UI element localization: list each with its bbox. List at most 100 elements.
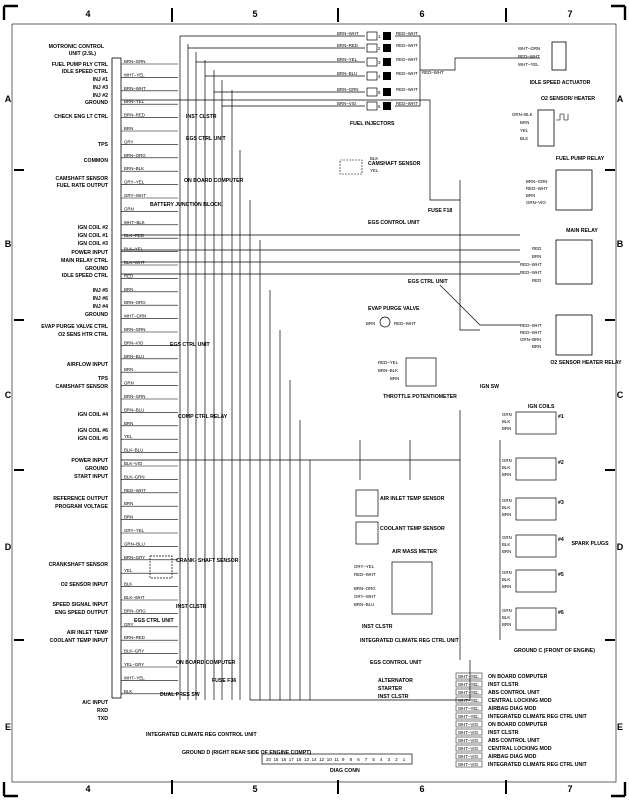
o2-relay-label: O2 SENSOR HEATER RELAY	[550, 360, 622, 366]
wiring-bus	[121, 35, 540, 701]
ecu-label: TPS	[98, 142, 109, 148]
bus-branch-label: INTEGRATED CLIMATE REG CTRL UNIT	[488, 762, 588, 768]
amm-wire-1: GRY–YEL	[354, 564, 375, 569]
cam-wire-1: BLK	[370, 156, 378, 161]
diag-connector-body	[261, 753, 413, 765]
grid-row-b: B	[5, 239, 12, 249]
bus-branch-label: INST CLSTR	[488, 682, 519, 688]
injector-connector	[383, 58, 391, 66]
o2r-wire-2: RED–WHT	[520, 330, 542, 335]
diag-conn-label: DIAG CONN	[330, 768, 360, 774]
bus-branch-wire: WHT–YEL	[458, 714, 479, 719]
ecu-wire-label: WHT–BLK	[124, 220, 145, 225]
main-wire-5: RED	[532, 278, 541, 283]
o2-sensor-heater-relay: RED–WHT RED–WHT GRN–BRN BRN O2 SENSOR HE…	[520, 314, 622, 366]
fpr-wire-4: GRN–VIO	[526, 200, 546, 205]
ecu-wire-label: BLK	[124, 689, 132, 694]
coolant-label: COOLANT TEMP SENSOR	[380, 526, 445, 532]
diag-pin: 15	[274, 757, 279, 762]
ecu-label: FUEL PUMP RLY CTRL	[52, 62, 109, 68]
ecu-wire-label: GRY–YEL	[124, 180, 145, 185]
ign-coil-wire: GRN	[502, 412, 512, 417]
main-relay-label: MAIN RELAY	[566, 228, 598, 234]
ecu-wire-label: BRN	[124, 515, 133, 520]
fpr-wire-2: RED–WHT	[526, 186, 548, 191]
grid-col-4: 4	[85, 9, 90, 19]
o2r-wire-3: GRN–BRN	[520, 337, 541, 342]
ecu-label: INJ #1	[93, 77, 108, 83]
ecu-label: CHECK ENG LT CTRL	[54, 114, 109, 120]
ecu-wire-label: RED	[124, 273, 133, 278]
o2-wire-4: BLK	[520, 136, 528, 141]
bus-branch-wire: WHT–YEL	[458, 682, 479, 687]
bus-branch-box	[455, 720, 483, 728]
main-relay: MAIN RELAY RED BRN RED–WHT RED–WHT RED	[520, 228, 598, 285]
injector-wire-right: RED–WHT	[396, 43, 418, 48]
ecu-label: GROUND	[85, 312, 108, 318]
bus-branch-box	[455, 704, 483, 712]
ign-coil	[515, 607, 557, 631]
grid-col-5-bottom: 5	[252, 784, 257, 794]
ecu-label: COOLANT TEMP INPUT	[50, 638, 109, 644]
grid-row-e: E	[5, 722, 11, 732]
injector-wire-left: BRN–VIO	[337, 101, 357, 106]
battery-junction-label: BATTERY JUNCTION BLOCK	[150, 202, 222, 208]
injector-number: 3	[378, 60, 381, 65]
evap-wire-2: RED–WHT	[394, 321, 416, 326]
ign-coil-wire: BLK	[502, 577, 510, 582]
idle-speed-label: IDLE SPEED ACTUATOR	[530, 80, 591, 86]
main-wire-4: RED–WHT	[520, 270, 542, 275]
ign-coil-wire: BRN	[502, 622, 511, 627]
idle-wire-2: RED–WHT	[518, 54, 540, 59]
injector-wire-right: RED–WHT	[396, 57, 418, 62]
grid-col-7-bottom: 7	[567, 784, 572, 794]
bus-branch-label: ABS CONTROL UNIT	[488, 690, 540, 696]
grid-col-5: 5	[252, 9, 257, 19]
amm-wire-5: BRN–BLU	[354, 602, 374, 607]
camshaft-sensor-label: CAMSHAFT SENSOR	[368, 161, 421, 167]
ecu-label: INJ #2	[93, 93, 108, 99]
ecu-wire-label: WHT–YEL	[124, 675, 145, 680]
grid-row-d-right: D	[617, 542, 624, 552]
bus-branch-box	[455, 680, 483, 688]
crankshaft-label: CRANK- SHAFT SENSOR	[176, 558, 239, 564]
main-wire-3: RED–WHT	[520, 262, 542, 267]
fuse-f18-label: FUSE F18	[428, 208, 452, 214]
egs-control-unit-label: EGS CONTROL UNIT	[368, 220, 420, 226]
evap-wire-1: BRN	[366, 321, 375, 326]
ecu-label: TPS	[98, 376, 109, 382]
ecu-wire-label: BRN	[124, 367, 133, 372]
injector-number: 4	[378, 74, 381, 79]
on-board-computer-1: ON BOARD COMPUTER	[184, 178, 244, 184]
ecu-wire-label: BRN–RED	[124, 635, 145, 640]
egs-ctrl-unit-2: EGS CTRL UNIT	[408, 279, 449, 285]
bus-branch-label: ON BOARD COMPUTER	[488, 722, 548, 728]
grid-row-b-right: B	[617, 239, 624, 249]
injector-connector	[383, 72, 391, 80]
grid-col-6: 6	[419, 9, 424, 19]
ecu-wire-label: BLK–GRY	[124, 649, 144, 654]
injector-wire-left: BRN–GRN	[337, 87, 358, 92]
egs-ctrl-unit-1: EGS CTRL UNIT	[186, 136, 227, 142]
ign-coil-number: #6	[558, 610, 564, 616]
ign-coil	[515, 534, 557, 558]
ign-coil-number: #2	[558, 460, 564, 466]
grid-row-e-right: E	[617, 722, 623, 732]
injector-number: 1	[378, 34, 381, 39]
diag-pin: 10	[327, 757, 332, 762]
sheet-frame	[2, 4, 627, 798]
ecu-title-2: UNIT (2.5L)	[69, 51, 97, 57]
injector-body	[366, 71, 378, 81]
ecu-wire-label: BRN–YEL	[124, 99, 145, 104]
injector-wire-left: BRN–WHT	[337, 31, 359, 36]
ign-coil-number: #5	[558, 572, 564, 578]
o2r-wire-4: BRN	[532, 344, 541, 349]
ecu-wire-label: BLK–GRN	[124, 474, 145, 479]
inst-clstr-3: INST CLSTR	[362, 624, 393, 630]
o2-wire-3: YEL	[520, 128, 529, 133]
ecu-wire-label: BRN–VIO	[124, 340, 144, 345]
ecu-wire-label: BRN–GRN	[124, 327, 145, 332]
ecu-label: ENG SPEED OUTPUT	[55, 610, 109, 616]
